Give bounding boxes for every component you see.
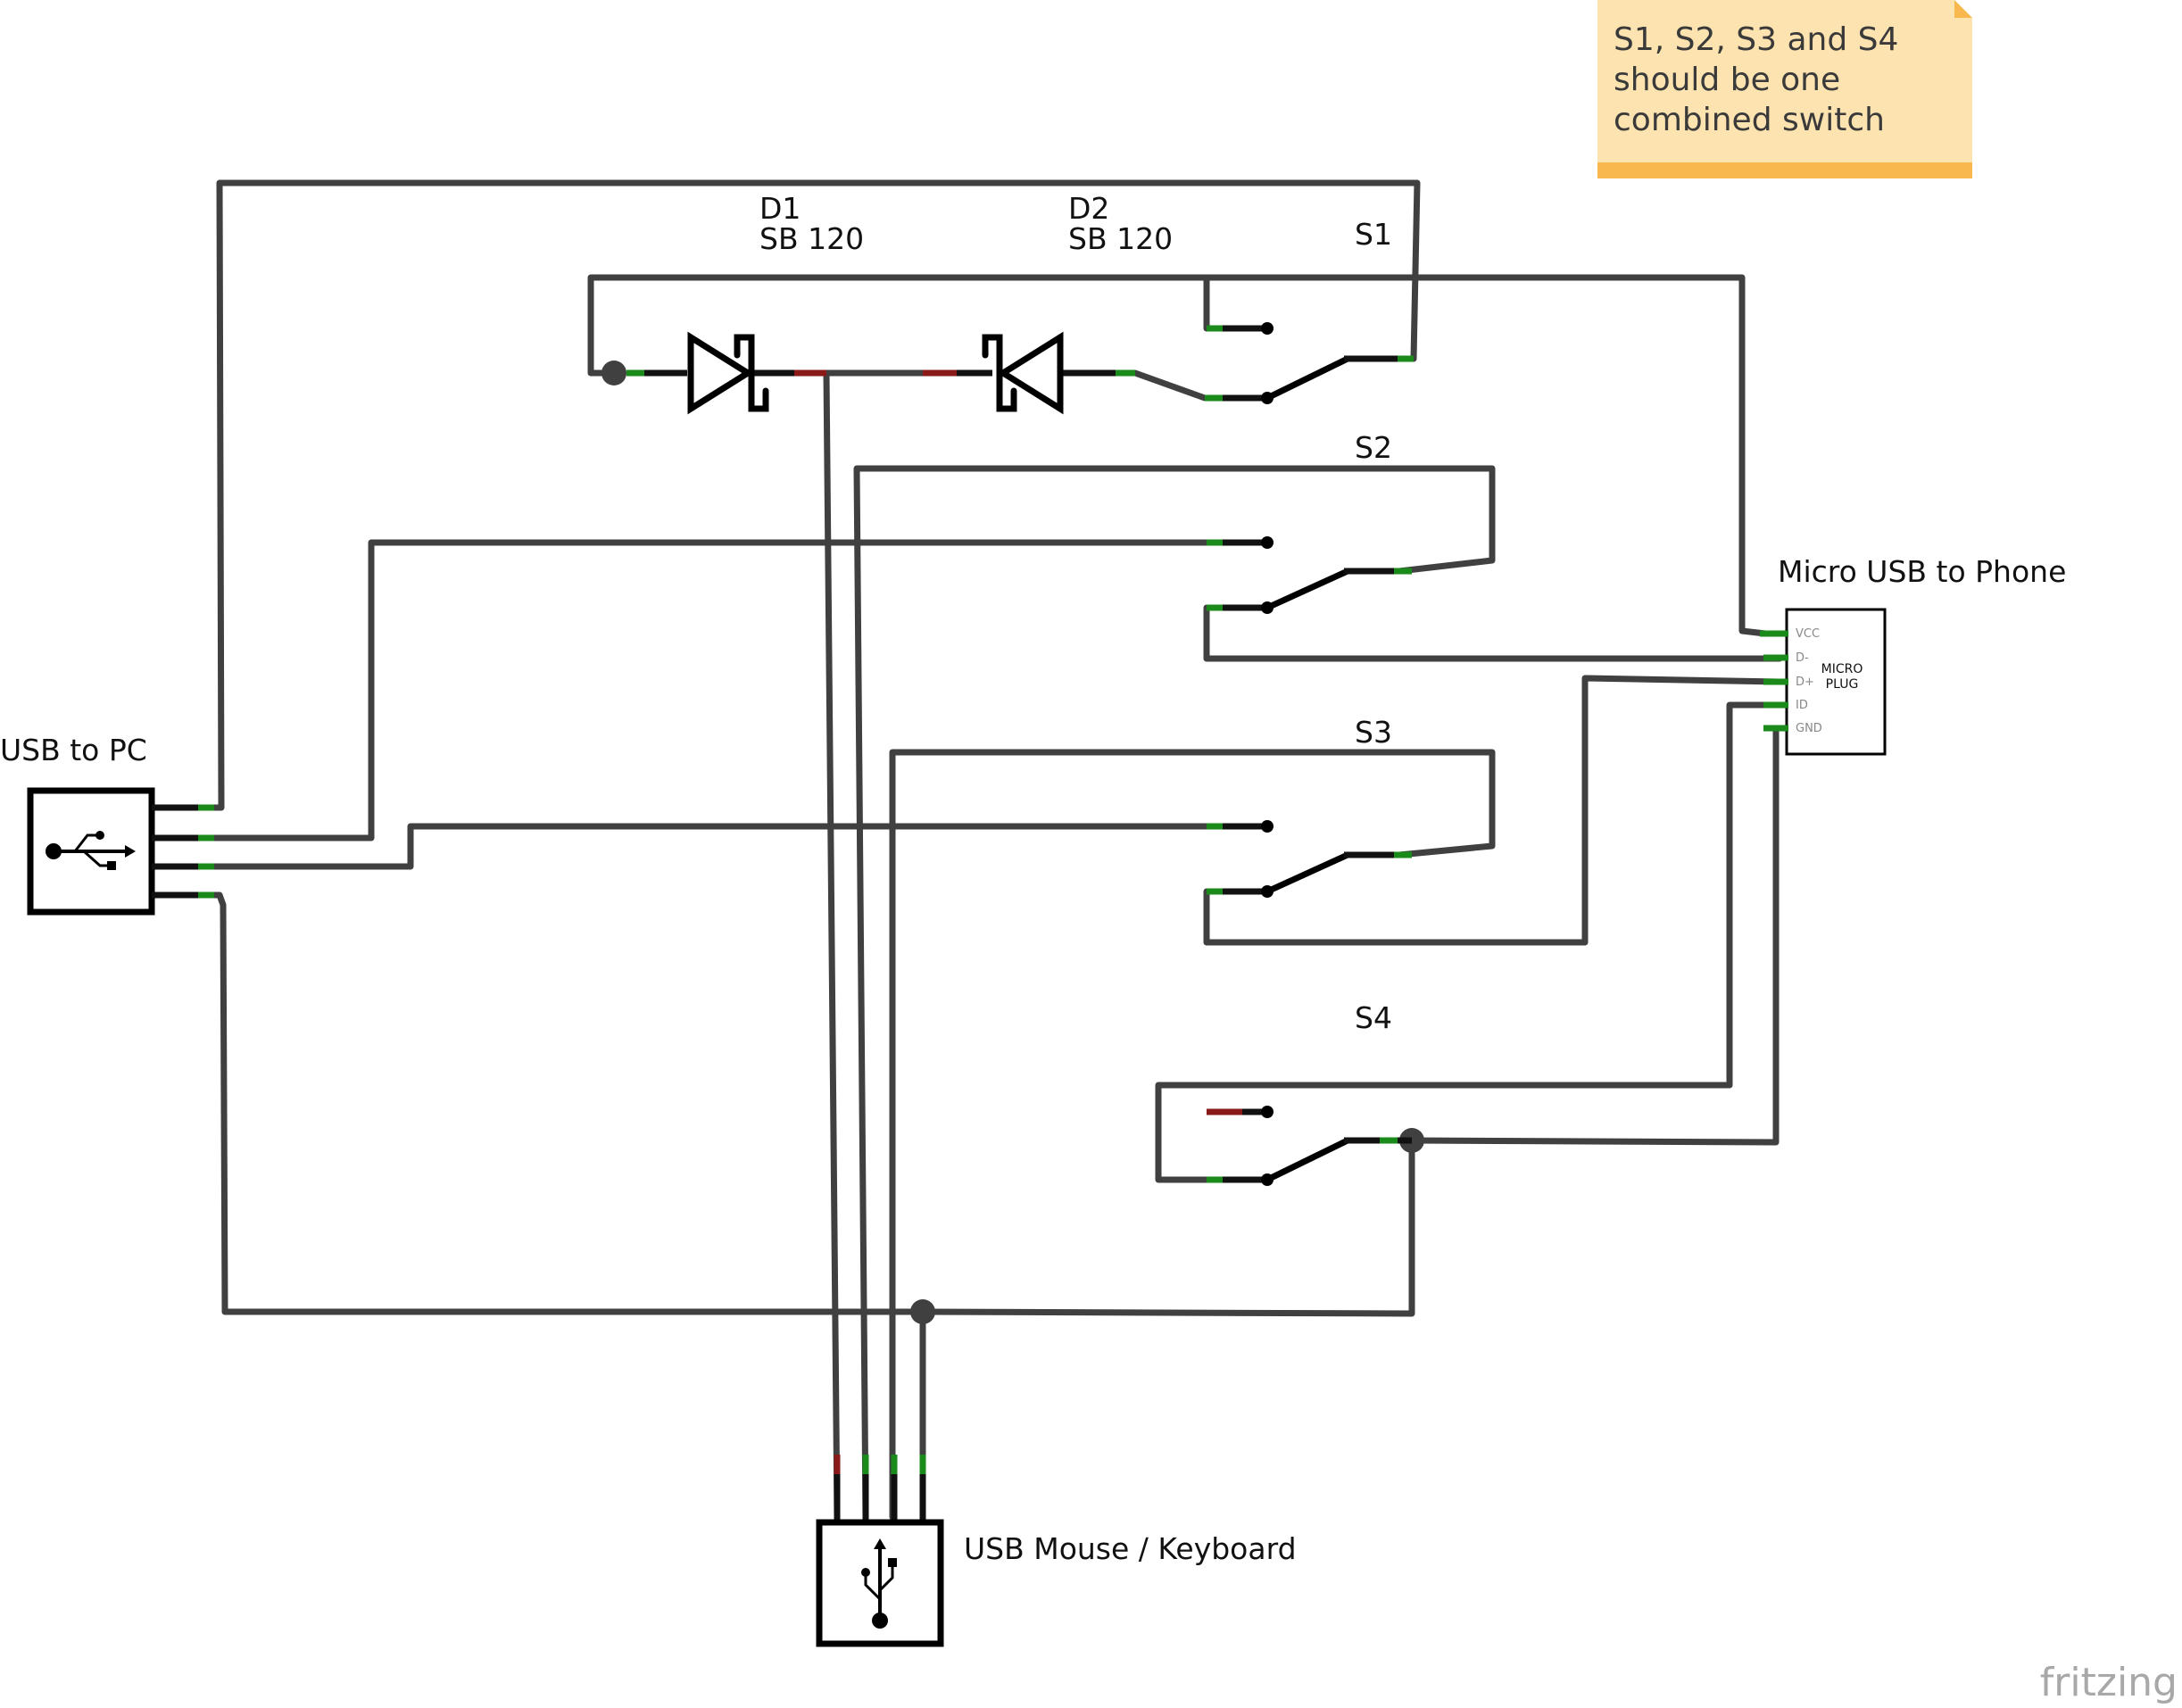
wire-micro-gnd-to-s4[interactable]: [1408, 725, 1783, 1146]
spdt-switch-icon: [1207, 1106, 1412, 1186]
wire-s3-common-to-mouse[interactable]: [889, 749, 1496, 1521]
switch-s4[interactable]: S4: [1207, 1000, 1412, 1186]
diode-d2[interactable]: D2 SB 120: [923, 191, 1173, 415]
wire-pc-dplus-to-s3[interactable]: [203, 823, 1210, 870]
note-line-1: S1, S2, S3 and S4: [1614, 21, 1898, 58]
note-paper: [1597, 0, 1972, 162]
wire-s2-common-to-mouse[interactable]: [853, 465, 1496, 1521]
micro-plug-body: [1785, 608, 1887, 756]
junctions: [602, 361, 1424, 1324]
wire-diode-loop-to-vcc[interactable]: [587, 274, 1769, 637]
wire-d2-to-s1[interactable]: [1058, 369, 1208, 402]
diode-schottky-icon: [982, 331, 1064, 415]
usb-symbol-icon: [46, 831, 136, 870]
note[interactable]: S1, S2, S3 and S4 should be one combined…: [1597, 0, 1972, 178]
d2-name: D2: [1068, 191, 1109, 226]
note-fold: [1954, 0, 1972, 18]
micro-plug-title-2: PLUG: [1826, 677, 1859, 692]
wire-pc-dminus-to-s2[interactable]: [203, 539, 1210, 842]
usb-to-pc-connector[interactable]: USB to PC: [0, 733, 214, 916]
usb-symbol-icon: [861, 1538, 897, 1629]
wires: [203, 179, 1783, 1521]
s3-label: S3: [1355, 715, 1392, 750]
usb-mouse-keyboard-connector[interactable]: USB Mouse / Keyboard: [816, 1455, 1297, 1647]
fritzing-logo: fritzing: [2040, 1660, 2178, 1705]
spdt-switch-icon: [1207, 820, 1412, 898]
wire-s2-to-micro-dminus[interactable]: [1203, 604, 1783, 662]
spdt-switch-icon: [1205, 322, 1414, 404]
note-line-3: combined switch: [1614, 102, 1885, 138]
d2-value: SB 120: [1068, 221, 1173, 256]
usb-pc-label: USB to PC: [0, 733, 147, 767]
note-stripe: [1597, 162, 1972, 178]
d1-value: SB 120: [759, 221, 864, 256]
d1-name: D1: [759, 191, 801, 226]
diode-d1[interactable]: D1 SB 120: [626, 191, 864, 415]
micro-pin-dminus-label: D-: [1796, 651, 1809, 665]
note-line-2: should be one: [1614, 62, 1840, 98]
wire-micro-id-to-s4[interactable]: [1155, 701, 1783, 1183]
micro-usb-label: Micro USB to Phone: [1778, 554, 2066, 589]
wire-gnd-bus[interactable]: [203, 891, 1415, 1317]
micro-pin-id-label: ID: [1796, 699, 1808, 712]
micro-plug-title-1: MICRO: [1821, 662, 1863, 676]
switch-s3[interactable]: S3: [1207, 715, 1412, 898]
switch-s2[interactable]: S2: [1207, 430, 1412, 614]
switch-s1[interactable]: S1: [1205, 217, 1414, 404]
diode-schottky-icon: [687, 331, 769, 415]
micro-pin-vcc-label: VCC: [1796, 627, 1820, 641]
usb-mouse-label: USB Mouse / Keyboard: [964, 1531, 1297, 1566]
micro-pin-dplus-label: D+: [1796, 676, 1814, 689]
spdt-switch-icon: [1207, 536, 1412, 614]
s4-label: S4: [1355, 1000, 1392, 1035]
s1-label: S1: [1355, 217, 1392, 252]
s2-label: S2: [1355, 430, 1392, 465]
micro-pin-gnd-label: GND: [1796, 722, 1822, 735]
junction-dot-diode: [602, 361, 626, 386]
micro-usb-connector[interactable]: VCC D- D+ ID GND MICRO PLUG Micro USB to…: [1760, 554, 2066, 756]
wire-d1-to-mouse[interactable]: [823, 369, 841, 1521]
wire-s3-to-micro-dplus[interactable]: [1203, 675, 1783, 946]
junction-dot-gnd: [910, 1299, 935, 1324]
